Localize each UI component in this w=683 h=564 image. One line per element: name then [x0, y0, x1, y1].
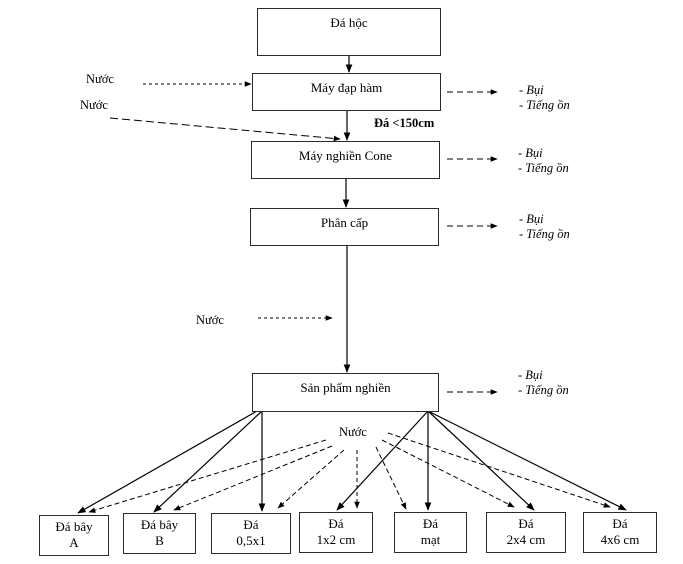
- product-stone-1x2: Đá 1x2 cm: [299, 512, 373, 553]
- node-cone-crusher-label: Máy nghiền Cone: [298, 148, 393, 163]
- node-crushed-product: Sản phẩm nghiền: [252, 373, 439, 412]
- product-to-2x4: [427, 410, 535, 511]
- emission-dust: - Bụi: [519, 83, 544, 97]
- product-line2: 0,5x1: [236, 533, 266, 548]
- product-stone-0-5x1: Đá 0,5x1: [211, 513, 291, 554]
- water-to-2x4: [381, 439, 515, 508]
- water-to-dust: [375, 446, 407, 510]
- water-input-label-2: Nước: [80, 98, 108, 112]
- product-stone-2x4: Đá 2x4 cm: [486, 512, 566, 553]
- product-stone-a: Đá bây A: [39, 515, 109, 556]
- node-cone-crusher: Máy nghiền Cone: [251, 141, 440, 179]
- emission-noise: - Tiếng ồn: [518, 161, 569, 175]
- water-input-label-1: Nước: [86, 72, 114, 86]
- water-input-label-4: Nước: [339, 425, 367, 439]
- emission-noise: - Tiếng ồn: [519, 227, 570, 241]
- node-raw-stone-label: Đá hộc: [330, 15, 368, 30]
- product-to-a: [77, 410, 258, 514]
- product-line1: Đá: [612, 516, 628, 531]
- emission-jaw: - Bụi - Tiếng ồn: [519, 83, 570, 113]
- emission-noise: - Tiếng ồn: [519, 98, 570, 112]
- water-to-0-5x1: [277, 449, 345, 509]
- water-to-4x6: [387, 432, 611, 508]
- emission-cone: - Bụi - Tiếng ồn: [518, 146, 569, 176]
- product-line2: 1x2 cm: [316, 532, 356, 547]
- water-to-a: [88, 439, 327, 513]
- product-line1: Đá: [422, 516, 439, 531]
- emission-dust: - Bụi: [518, 368, 543, 382]
- water-to-cone: [109, 117, 341, 142]
- product-stone-dust: Đá mạt: [394, 512, 467, 553]
- product-line2: 2x4 cm: [506, 532, 546, 547]
- product-to-1x2: [336, 410, 429, 511]
- product-line2: B: [155, 533, 164, 548]
- product-to-4x6: [427, 410, 627, 511]
- emission-product: - Bụi - Tiếng ồn: [518, 368, 569, 398]
- node-screening: Phân cấp: [250, 208, 439, 246]
- edge-label-size: Đá <150cm: [374, 116, 435, 130]
- product-line1: Đá: [518, 516, 534, 531]
- emission-noise: - Tiếng ồn: [518, 383, 569, 397]
- emission-dust: - Bụi: [518, 146, 543, 160]
- emission-dust: - Bụi: [519, 212, 544, 226]
- node-raw-stone: Đá hộc: [257, 8, 441, 56]
- node-screening-label: Phân cấp: [320, 215, 369, 230]
- product-to-b: [153, 410, 263, 513]
- product-line1: Đá: [328, 516, 344, 531]
- product-line1: Đá bây: [55, 519, 93, 534]
- water-input-label-3: Nước: [196, 313, 224, 327]
- water-to-b: [173, 445, 333, 511]
- node-crushed-product-label: Sản phẩm nghiền: [300, 380, 391, 395]
- node-jaw-crusher-label: Máy đạp hàm: [310, 80, 383, 95]
- product-line2: A: [69, 535, 79, 550]
- product-line2: mạt: [420, 532, 441, 547]
- emission-screening: - Bụi - Tiếng ồn: [519, 212, 570, 242]
- product-stone-b: Đá bây B: [123, 513, 196, 554]
- product-stone-4x6: Đá 4x6 cm: [583, 512, 657, 553]
- product-line2: 4x6 cm: [600, 532, 640, 547]
- product-line1: Đá: [243, 517, 259, 532]
- node-jaw-crusher: Máy đạp hàm: [252, 73, 441, 111]
- product-line1: Đá bây: [140, 517, 179, 532]
